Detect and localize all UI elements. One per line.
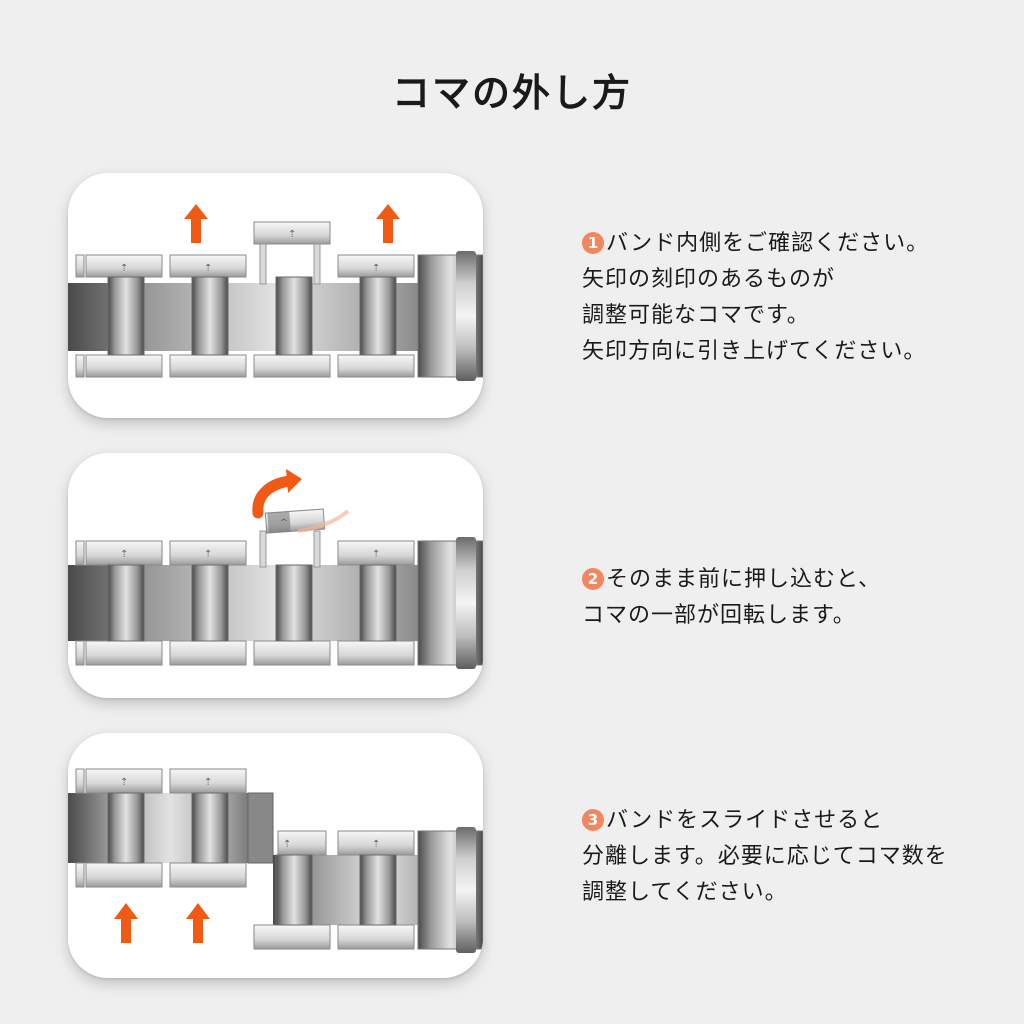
up-arrow-icon	[376, 204, 400, 243]
svg-text:⇡: ⇡	[372, 839, 380, 850]
step-number-badge: 1	[582, 232, 604, 254]
svg-text:⇡: ⇡	[288, 229, 296, 240]
svg-text:^: ^	[280, 518, 288, 528]
step3-image: ⇡ ⇡ ⇡ ⇡	[68, 733, 483, 978]
step1-line4: 矢印方向に引き上げてください。	[582, 339, 927, 364]
page-title: コマの外し方	[391, 71, 632, 115]
step2-line2: コマの一部が回転します。	[582, 603, 856, 628]
svg-text:⇡: ⇡	[120, 263, 128, 274]
step-number-badge: 3	[582, 809, 604, 831]
svg-text:⇡: ⇡	[204, 777, 212, 788]
bracelet-illustration: ⇡ ⇡ ⇡ ⇡	[68, 204, 483, 381]
rotate-arrow-icon	[252, 469, 350, 533]
svg-text:⇡: ⇡	[204, 263, 212, 274]
bracelet-illustration: ^ ⇡ ⇡ ⇡	[68, 469, 483, 673]
svg-text:⇡: ⇡	[372, 549, 380, 560]
step3-line3: 調整してください。	[582, 880, 788, 905]
step-number-badge: 2	[582, 568, 604, 590]
bracelet-illustration: ⇡ ⇡ ⇡ ⇡	[68, 763, 483, 968]
step1-image: ⇡ ⇡ ⇡ ⇡	[68, 173, 483, 418]
step2-image: ^ ⇡ ⇡ ⇡	[68, 453, 483, 698]
step1-line2: 矢印の刻印のあるものが	[582, 267, 836, 292]
up-arrow-icon	[186, 903, 210, 943]
up-arrow-icon	[114, 903, 138, 943]
svg-text:⇡: ⇡	[372, 263, 380, 274]
step1-line3: 調整可能なコマです。	[582, 303, 810, 328]
svg-text:⇡: ⇡	[283, 839, 291, 850]
svg-text:⇡: ⇡	[120, 549, 128, 560]
svg-text:⇡: ⇡	[204, 549, 212, 560]
step3-line2: 分離します。必要に応じてコマ数を	[582, 844, 948, 869]
up-arrow-icon	[184, 204, 208, 243]
svg-text:⇡: ⇡	[120, 777, 128, 788]
